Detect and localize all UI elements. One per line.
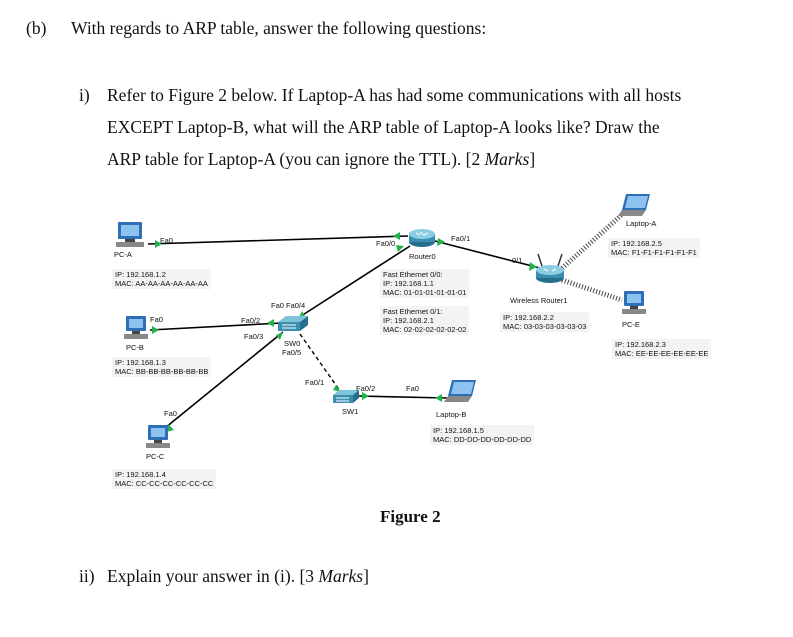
- sub-ii-body: Explain your answer in (i). [3: [107, 566, 319, 586]
- laptop-b-info: IP: 192.168.1.5 MAC: DD-DD-DD-DD-DD-DD: [430, 425, 535, 445]
- sub-i-line-3: ARP table for Laptop-A (you can ignore t…: [107, 149, 535, 170]
- sw1-icon: [333, 390, 359, 403]
- router0-fe1-ip: IP: 192.168.2.1: [383, 316, 434, 325]
- laptop-b-name: Laptop-B: [436, 410, 467, 419]
- pc-e-mac: MAC: EE-EE-EE-EE-EE-EE: [615, 349, 709, 358]
- laptop-a-name: Laptop-A: [626, 219, 657, 228]
- link-pcb-sw0: [149, 322, 283, 331]
- link-pcc-sw0: [159, 331, 284, 433]
- sw1-port: Fa0/2: [356, 384, 376, 393]
- sub-ii-text: Explain your answer in (i). [3 Marks]: [107, 566, 369, 587]
- pc-e-ip: IP: 192.168.2.3: [615, 340, 666, 349]
- sw0-port-fa05: Fa0/5: [282, 348, 302, 357]
- pc-a-icon: [116, 222, 144, 247]
- router0-name: Router0: [409, 252, 436, 261]
- router0-fe0-mac: MAC: 01-01-01-01-01-01: [383, 288, 467, 297]
- pc-a-ip: IP: 192.168.1.2: [115, 270, 166, 279]
- sw0-name: SW0: [284, 339, 301, 348]
- pc-c-icon: [146, 425, 170, 448]
- pc-e-icon: [622, 291, 646, 314]
- wireless-router1-port: 0/1: [512, 256, 523, 265]
- pc-b-mac: MAC: BB-BB-BB-BB-BB-BB: [115, 367, 209, 376]
- pc-e-info: IP: 192.168.2.3 MAC: EE-EE-EE-EE-EE-EE: [612, 339, 712, 359]
- router0-fe1-title: Fast Ethernet 0/1:: [383, 307, 443, 316]
- wireless-router1-icon: [536, 253, 564, 283]
- wireless-router1-ip: IP: 192.168.2.2: [503, 313, 554, 322]
- laptop-a-ip: IP: 192.168.2.5: [611, 239, 662, 248]
- pc-b-name: PC-B: [126, 343, 144, 352]
- laptop-a-info: IP: 192.168.2.5 MAC: F1-F1-F1-F1-F1-F1: [608, 238, 700, 258]
- laptop-b-icon: [444, 380, 476, 402]
- router0-fe0-title: Fast Ethernet 0/0:: [383, 270, 443, 279]
- sub-i-label: i): [79, 85, 90, 105]
- sub-i-line-1: Refer to Figure 2 below. If Laptop-A has…: [107, 85, 682, 105]
- wireless-router1-name: Wireless Router1: [510, 296, 568, 305]
- router0-port-fa00: Fa0/0: [376, 239, 396, 248]
- sw0-port-fa02: Fa0/2: [241, 316, 261, 325]
- laptop-b-mac: MAC: DD-DD-DD-DD-DD-DD: [433, 435, 532, 444]
- sub-ii-close: ]: [363, 566, 369, 586]
- pc-b-icon: [124, 316, 148, 339]
- router0-port-fa01: Fa0/1: [451, 234, 471, 243]
- sub-i-line-3-text: ARP table for Laptop-A (you can ignore t…: [107, 149, 485, 169]
- router0-fe0-info: Fast Ethernet 0/0: IP: 192.168.1.1 MAC: …: [380, 269, 470, 298]
- router0-fe1-info: Fast Ethernet 0/1: IP: 192.168.2.1 MAC: …: [380, 306, 470, 335]
- link-sw1-laptopb: [356, 395, 448, 399]
- figure-caption: Figure 2: [380, 507, 441, 526]
- laptop-b-ip: IP: 192.168.1.5: [433, 426, 484, 435]
- router0-fe1-mac: MAC: 02-02-02-02-02-02: [383, 325, 467, 334]
- wireless-link-laptopa: [558, 210, 627, 272]
- link-sw0-router: [297, 245, 411, 319]
- link-router-wireless: [430, 239, 541, 269]
- wireless-link-pce: [561, 277, 623, 303]
- sw0-port-fa04: Fa0 Fa0/4: [271, 301, 306, 310]
- laptop-a-mac: MAC: F1-F1-F1-F1-F1-F1: [611, 248, 697, 257]
- marks-word: Marks: [484, 149, 530, 169]
- part-label: (b): [26, 18, 47, 38]
- pc-b-info: IP: 192.168.1.3 MAC: BB-BB-BB-BB-BB-BB: [112, 357, 212, 377]
- sw1-name: SW1: [342, 407, 359, 416]
- sub-ii-marks-word: Marks: [318, 566, 364, 586]
- pc-e-name: PC-E: [622, 320, 640, 329]
- link-pca-router: [147, 235, 409, 245]
- pc-a-port: Fa0: [160, 236, 173, 245]
- wireless-router1-mac: MAC: 03-03-03-03-03-03: [503, 322, 587, 331]
- pc-c-name: PC-C: [146, 452, 165, 461]
- sw0-port-fa03: Fa0/3: [244, 332, 264, 341]
- router0-fe0-ip: IP: 192.168.1.1: [383, 279, 434, 288]
- wireless-router1-info: IP: 192.168.2.2 MAC: 03-03-03-03-03-03: [500, 312, 590, 332]
- sw0-icon: [278, 316, 308, 331]
- sub-i-line-2: EXCEPT Laptop-B, what will the ARP table…: [107, 117, 660, 137]
- sw0-port-fa01: Fa0/1: [305, 378, 325, 387]
- part-text: With regards to ARP table, answer the fo…: [71, 18, 487, 38]
- pc-c-port: Fa0: [164, 409, 177, 418]
- pc-c-ip: IP: 192.168.1.4: [115, 470, 166, 479]
- laptop-b-port: Fa0: [406, 384, 419, 393]
- pc-b-ip: IP: 192.168.1.3: [115, 358, 166, 367]
- pc-a-info: IP: 192.168.1.2 MAC: AA-AA-AA-AA-AA-AA: [112, 269, 211, 289]
- pc-c-mac: MAC: CC-CC-CC-CC-CC-CC: [115, 479, 214, 488]
- pc-c-info: IP: 192.168.1.4 MAC: CC-CC-CC-CC-CC-CC: [112, 469, 217, 489]
- sub-ii-label: ii): [79, 566, 95, 586]
- pc-b-port: Fa0: [150, 315, 163, 324]
- laptop-a-icon: [618, 194, 650, 216]
- router0-icon: [409, 229, 435, 247]
- pc-a-mac: MAC: AA-AA-AA-AA-AA-AA: [115, 279, 208, 288]
- marks-close: ]: [529, 149, 536, 169]
- pc-a-name: PC-A: [114, 250, 132, 259]
